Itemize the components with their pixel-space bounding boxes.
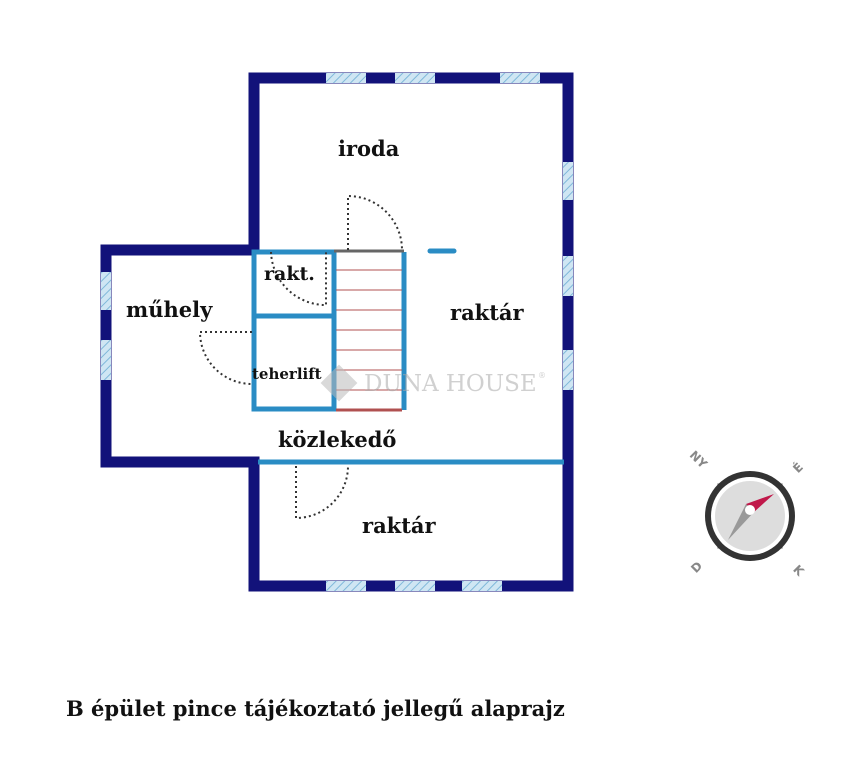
compass-label-south: D bbox=[688, 559, 705, 576]
door-swings bbox=[198, 194, 403, 520]
windows bbox=[101, 73, 573, 591]
compass-label-north: NY bbox=[687, 448, 710, 471]
watermark-text: DUNA HOUSE bbox=[364, 371, 537, 397]
compass-icon: NY É D K bbox=[687, 448, 807, 579]
stairs bbox=[334, 249, 404, 412]
room-label-muhely: műhely bbox=[126, 297, 213, 322]
compass-label-east: É bbox=[790, 459, 806, 475]
watermark-logo: DUNA HOUSE ® bbox=[320, 364, 546, 402]
plan-caption: B épület pince tájékoztató jellegű alapr… bbox=[66, 696, 565, 721]
room-label-kozlekedo: közlekedő bbox=[278, 427, 396, 452]
room-label-teherlift: teherlift bbox=[252, 365, 322, 383]
outer-walls bbox=[100, 72, 574, 592]
room-label-rakt: rakt. bbox=[264, 263, 315, 285]
watermark-registered: ® bbox=[538, 371, 546, 380]
compass-label-west: K bbox=[790, 562, 807, 579]
room-label-raktar-lower: raktár bbox=[362, 513, 437, 538]
room-label-raktar-upper: raktár bbox=[450, 300, 525, 325]
room-label-iroda: iroda bbox=[338, 136, 400, 161]
interior-walls bbox=[251, 248, 564, 465]
